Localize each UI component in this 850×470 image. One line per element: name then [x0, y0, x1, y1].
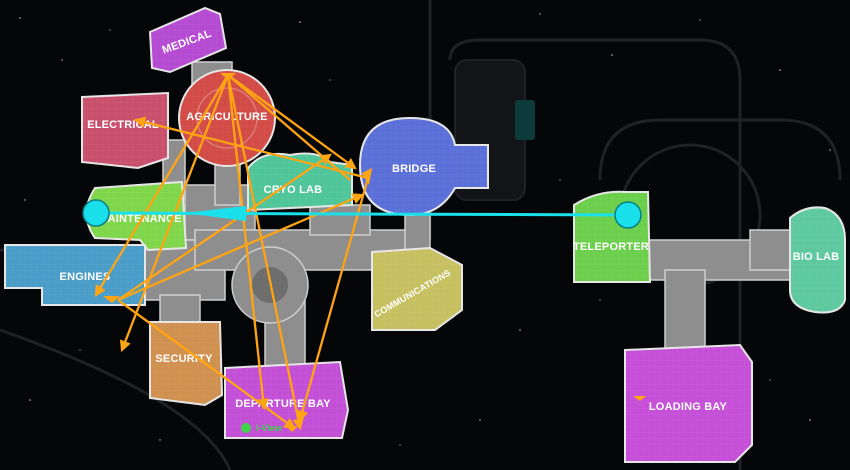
teleport-direction-arrow	[184, 206, 246, 221]
route-line	[117, 299, 296, 430]
waypoint-marker-icon[interactable]	[286, 426, 298, 432]
room-electrical[interactable]: ELECTRICAL	[81, 91, 169, 170]
route-line	[296, 177, 370, 423]
room-label-loading-bay: LOADING BAY	[649, 401, 728, 413]
player-indicator: i-View	[241, 423, 283, 433]
room-label-security: SECURITY	[155, 353, 213, 365]
ship-hull-light	[515, 100, 535, 140]
route-line	[226, 74, 304, 431]
waypoint-markers	[103, 73, 646, 432]
waypoint-marker-icon[interactable]	[220, 73, 236, 80]
waypoint-marker-icon[interactable]	[362, 168, 372, 185]
room-label-agriculture: AGRICULTURE	[186, 111, 267, 123]
room-bio-lab[interactable]: BIO LAB	[789, 206, 846, 314]
teleport-node-icon[interactable]	[614, 201, 642, 229]
room-security[interactable]: SECURITY	[149, 321, 224, 407]
teleport-link	[82, 199, 642, 229]
player-label: i-View	[256, 423, 283, 433]
room-label-electrical: ELECTRICAL	[87, 119, 159, 131]
teleport-link-line	[95, 211, 629, 217]
route-line	[94, 74, 229, 297]
teleport-node-icon[interactable]	[82, 199, 110, 227]
room-teleporter[interactable]: TELEPORTER	[573, 190, 652, 283]
player-dot-icon[interactable]	[241, 423, 251, 433]
room-label-departure-bay: DEPARTURE BAY	[235, 398, 331, 410]
room-label-bridge: BRIDGE	[392, 163, 436, 175]
route-line	[227, 74, 351, 181]
room-medical[interactable]: MEDICAL	[148, 6, 228, 74]
room-maintenance[interactable]: MAINTENANCE	[85, 180, 188, 252]
room-engines[interactable]: ENGINES	[4, 244, 146, 306]
room-departure-bay[interactable]: DEPARTURE BAY	[224, 360, 350, 439]
room-label-maintenance: MAINTENANCE	[98, 213, 181, 225]
room-label-teleporter: TELEPORTER	[573, 241, 649, 253]
route-line	[117, 153, 332, 301]
route-line	[226, 74, 269, 411]
room-label-cryo-lab: CRYO LAB	[264, 184, 323, 196]
room-communications[interactable]: COMMUNICATIONS	[371, 246, 463, 331]
room-label-bio-lab: BIO LAB	[793, 251, 840, 263]
star-field	[19, 13, 831, 446]
room-loading-bay[interactable]: LOADING BAY	[624, 343, 753, 463]
route-line	[133, 116, 369, 180]
room-label-engines: ENGINES	[60, 271, 111, 283]
waypoint-marker-icon[interactable]	[633, 396, 646, 401]
room-bridge[interactable]: BRIDGE	[358, 116, 489, 217]
waypoint-marker-icon[interactable]	[103, 296, 120, 303]
route-line	[227, 74, 357, 170]
